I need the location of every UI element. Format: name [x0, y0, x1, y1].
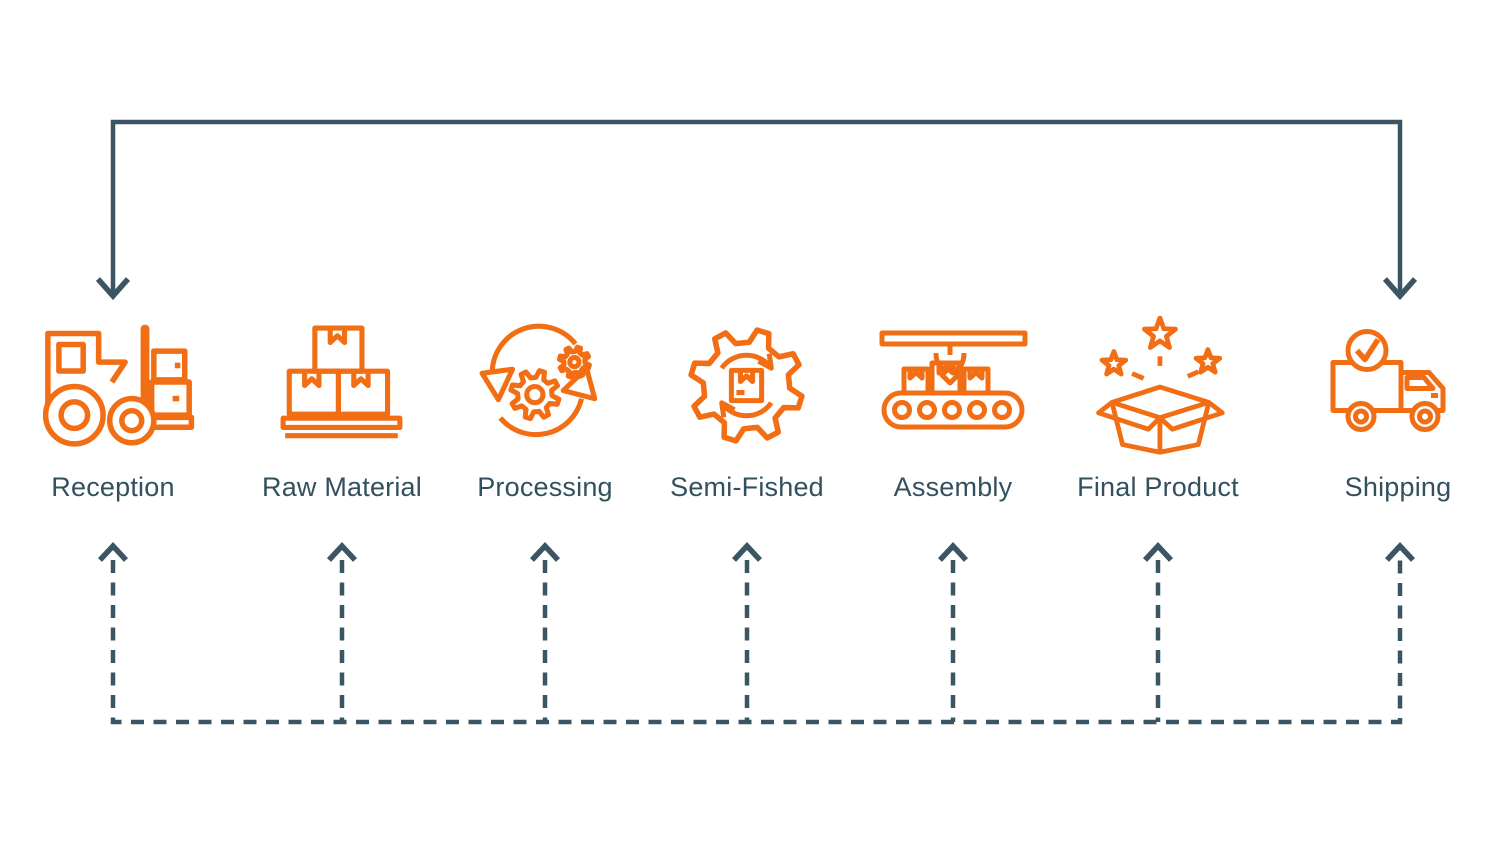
stage-label: Final Product [1077, 472, 1239, 502]
open-box-stars-icon [1086, 316, 1231, 458]
forklift-icon [30, 316, 196, 458]
stage-label: Processing [477, 472, 613, 502]
conveyor-claw-icon [876, 316, 1031, 458]
stage-label: Raw Material [262, 472, 422, 502]
stage-label: Assembly [893, 472, 1013, 502]
stage-label: Semi-Fished [670, 472, 824, 502]
stage-label: Shipping [1344, 472, 1452, 502]
arrow-down-right-icon [1382, 277, 1418, 301]
pallet-boxes-icon [278, 316, 406, 458]
stage-processing: Processing [435, 316, 655, 504]
arrow-up-icons [97, 541, 1416, 562]
stage-shipping: Shipping [1288, 316, 1504, 504]
return-flow-arrow [95, 119, 1418, 301]
stage-reception: Reception [3, 316, 223, 504]
gear-box-cycle-icon [679, 316, 815, 458]
stage-raw-material: Raw Material [232, 316, 452, 504]
truck-check-icon [1323, 316, 1473, 458]
stage-final-product: Final Product [1048, 316, 1268, 504]
stage-label: Reception [51, 472, 175, 502]
stage-assembly: Assembly [843, 316, 1063, 504]
gears-cycle-icon [474, 316, 616, 458]
arrow-down-left-icon [95, 277, 131, 301]
feedback-dashed-arrows [97, 541, 1416, 725]
stage-semi-fished: Semi-Fished [637, 316, 857, 504]
